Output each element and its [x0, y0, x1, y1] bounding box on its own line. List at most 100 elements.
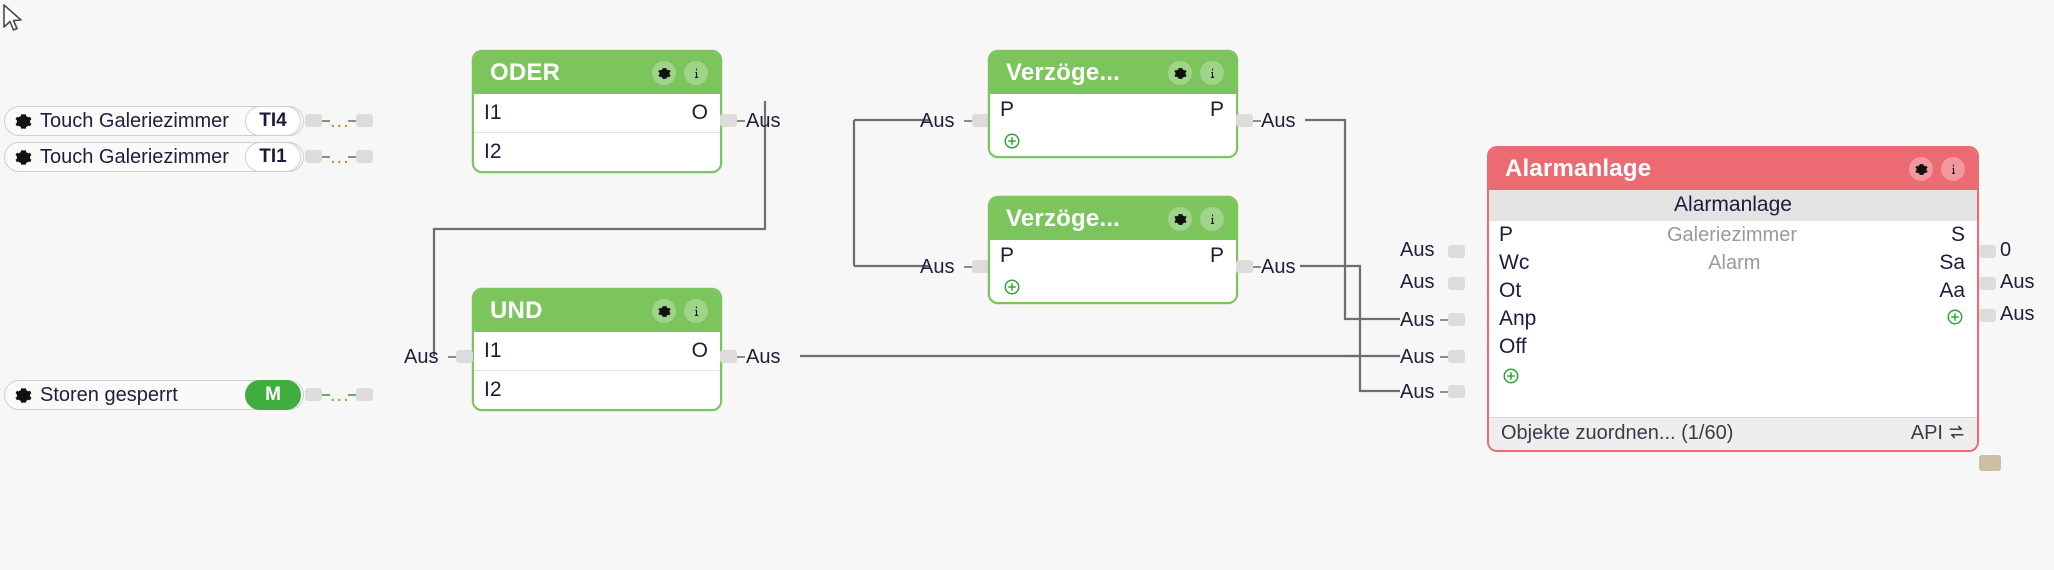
port-in-label: P: [1000, 244, 1015, 267]
connector-stub-in-und-i2[interactable]: [356, 388, 373, 401]
port-row[interactable]: I2: [474, 371, 720, 409]
block-body-alarmanlage: P Galeriezimmer S Wc Alarm Sa Ot Aa Anp: [1489, 221, 1977, 417]
info-icon[interactable]: [1200, 207, 1224, 231]
link-dots-ti4[interactable]: ...: [330, 110, 350, 132]
block-und[interactable]: UND I1 O I2: [472, 288, 722, 411]
wire-dash: [964, 266, 972, 268]
gear-icon[interactable]: [1909, 157, 1933, 181]
connector-stub-in-wc[interactable]: [1448, 277, 1465, 290]
gear-icon[interactable]: [652, 61, 676, 85]
gear-icon[interactable]: [652, 299, 676, 323]
block-footer-alarmanlage[interactable]: Objekte zuordnen... (1/60) API: [1489, 417, 1977, 450]
connector-stub-in-und-i1[interactable]: [456, 350, 473, 363]
link-dots-ti1[interactable]: ...: [330, 146, 350, 168]
connector-stub-api[interactable]: [1979, 455, 2001, 471]
wire-dash: [322, 394, 330, 396]
port-row[interactable]: P P: [990, 240, 1236, 272]
port-in-label: P: [1499, 223, 1514, 246]
block-body-oder: I1 O I2: [474, 94, 720, 171]
info-icon[interactable]: [1941, 157, 1965, 181]
connector-stub-out-s[interactable]: [1979, 245, 1996, 258]
plus-circle-icon[interactable]: [1002, 131, 1022, 151]
block-verzoegerung-2[interactable]: Verzöge... P P: [988, 196, 1238, 304]
connector-stub-out-und[interactable]: [720, 350, 737, 363]
device-label: Touch Galeriezimmer: [40, 145, 229, 168]
plus-circle-icon[interactable]: [1945, 307, 1965, 327]
wire-dash: [1253, 266, 1261, 268]
connector-stub-out-ti1[interactable]: [305, 150, 322, 163]
port-row[interactable]: Anp: [1489, 305, 1977, 333]
wire-dash: [348, 120, 356, 122]
port-row[interactable]: P Galeriezimmer S: [1489, 221, 1977, 249]
connector-stub-in-verz2[interactable]: [972, 260, 989, 273]
device-tag-ti4[interactable]: TI4: [245, 106, 301, 136]
info-icon[interactable]: [684, 299, 708, 323]
wire-dash: [348, 156, 356, 158]
info-icon[interactable]: [684, 61, 708, 85]
block-header-alarmanlage[interactable]: Alarmanlage: [1489, 148, 1977, 190]
gear-icon[interactable]: [15, 387, 32, 404]
link-dots-storen[interactable]: ...: [330, 384, 350, 406]
connector-stub-in-oder-i1[interactable]: [356, 114, 373, 127]
block-header-verzoegerung-1[interactable]: Verzöge...: [990, 52, 1236, 94]
block-verzoegerung-1[interactable]: Verzöge... P P: [988, 50, 1238, 158]
add-port-row[interactable]: [990, 272, 1236, 302]
gear-icon[interactable]: [1168, 61, 1192, 85]
wire-label-alarm-in-anp: Aus: [1400, 346, 1435, 368]
port-out-label: P: [1209, 244, 1224, 267]
connector-stub-out-sa[interactable]: [1979, 277, 1996, 290]
port-row[interactable]: I1 O: [474, 332, 720, 370]
connector-stub-out-ti4[interactable]: [305, 114, 322, 127]
add-port-out-icon[interactable]: [1943, 307, 1965, 332]
connector-stub-in-oder-i2[interactable]: [356, 150, 373, 163]
gear-icon[interactable]: [1168, 207, 1192, 231]
connector-stub-out-verz1[interactable]: [1236, 114, 1253, 127]
add-port-row-in[interactable]: [1489, 361, 1977, 391]
plus-circle-icon[interactable]: [1501, 366, 1521, 386]
block-alarmanlage[interactable]: Alarmanlage Alarmanlage P Galeriezimmer …: [1487, 146, 1979, 452]
connector-stub-in-verz1[interactable]: [972, 114, 989, 127]
wire-label-alarm-in-wc: Aus: [1400, 271, 1435, 293]
port-row[interactable]: Off: [1489, 333, 1977, 361]
gear-icon[interactable]: [15, 113, 32, 130]
connector-stub-in-p[interactable]: [1448, 245, 1465, 258]
api-button[interactable]: API: [1911, 422, 1965, 445]
port-row[interactable]: I2: [474, 133, 720, 171]
assign-objects-label[interactable]: Objekte zuordnen... (1/60): [1501, 422, 1734, 444]
block-header-und[interactable]: UND: [474, 290, 720, 332]
info-icon[interactable]: [1200, 61, 1224, 85]
port-out-label: O: [691, 339, 708, 362]
connector-stub-out-storen[interactable]: [305, 388, 322, 401]
connector-stub-in-anp[interactable]: [1448, 350, 1465, 363]
port-in-label: Off: [1499, 335, 1527, 358]
block-header-oder[interactable]: ODER: [474, 52, 720, 94]
port-mid-label: Galeriezimmer: [1666, 223, 1798, 246]
row-divider: [474, 132, 720, 133]
port-row[interactable]: P P: [990, 94, 1236, 126]
connector-stub-out-verz2[interactable]: [1236, 260, 1253, 273]
device-tag-m[interactable]: M: [245, 380, 301, 410]
port-in-label: Wc: [1499, 251, 1530, 274]
block-header-verzoegerung-2[interactable]: Verzöge...: [990, 198, 1236, 240]
port-row[interactable]: Ot Aa: [1489, 277, 1977, 305]
header-icon-group: [652, 61, 708, 85]
port-row[interactable]: Wc Alarm Sa: [1489, 249, 1977, 277]
connector-stub-in-off[interactable]: [1448, 385, 1465, 398]
gear-icon[interactable]: [15, 149, 32, 166]
wire-label-alarm-in-off: Aus: [1400, 381, 1435, 403]
device-tag-ti1[interactable]: TI1: [245, 142, 301, 172]
block-title: ODER: [490, 59, 561, 86]
api-label: API: [1910, 422, 1943, 444]
port-in-label: P: [1000, 98, 1015, 121]
port-mid-label: Alarm: [1708, 251, 1761, 274]
plus-circle-icon[interactable]: [1002, 277, 1022, 297]
port-out-label: P: [1209, 98, 1224, 121]
connector-stub-in-ot[interactable]: [1448, 313, 1465, 326]
connector-stub-out-oder[interactable]: [720, 114, 737, 127]
add-port-row[interactable]: [990, 126, 1236, 156]
block-oder[interactable]: ODER I1 O I2: [472, 50, 722, 173]
wire-label-alarm-out-s: 0: [2000, 239, 2012, 261]
connector-stub-out-aa[interactable]: [1979, 309, 1996, 322]
port-row[interactable]: I1 O: [474, 94, 720, 132]
